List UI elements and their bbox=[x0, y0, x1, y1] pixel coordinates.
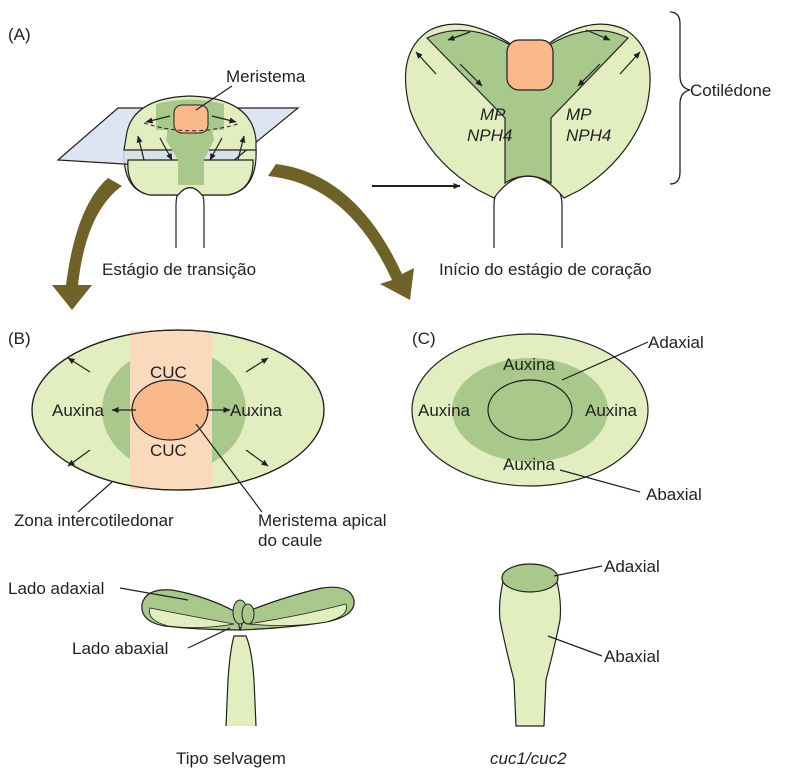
shoot-apical-meristem bbox=[132, 380, 208, 440]
wild-type-stem bbox=[226, 636, 256, 726]
heart-stage-label: Início do estágio de coração bbox=[439, 260, 652, 279]
abaxial-side-label: Lado abaxial bbox=[72, 639, 168, 658]
auxin-top-c: Auxina bbox=[503, 355, 556, 374]
olive-arrow-right bbox=[268, 164, 414, 300]
meristem-large bbox=[507, 40, 553, 90]
gene-nph4-right: NPH4 bbox=[566, 126, 611, 145]
abaxial-side-pointer bbox=[188, 628, 230, 648]
adaxial-pointer-mutant bbox=[554, 566, 602, 576]
abaxial-label-c: Abaxial bbox=[646, 485, 702, 504]
sam-label-2: do caule bbox=[258, 531, 322, 550]
gene-nph4-left: NPH4 bbox=[467, 126, 512, 145]
panel-b-label: (B) bbox=[8, 329, 31, 348]
auxin-right-b: Auxina bbox=[230, 401, 283, 420]
adaxial-label-mutant: Adaxial bbox=[604, 557, 660, 576]
cuc-bottom: CUC bbox=[150, 441, 187, 460]
panel-a-label: (A) bbox=[8, 25, 31, 44]
abaxial-pointer-mutant bbox=[548, 636, 602, 656]
auxin-left-c: Auxina bbox=[418, 401, 471, 420]
panel-c-label: (C) bbox=[412, 329, 436, 348]
center-ellipse-c bbox=[488, 380, 572, 440]
adaxial-side-label: Lado adaxial bbox=[8, 579, 104, 598]
transition-stage-label: Estágio de transição bbox=[102, 260, 256, 279]
adaxial-label-c: Adaxial bbox=[648, 333, 704, 352]
mutant-top bbox=[502, 564, 558, 592]
auxin-bottom-c: Auxina bbox=[503, 455, 556, 474]
cuc-top: CUC bbox=[150, 363, 187, 382]
cotyledon-brace bbox=[670, 12, 690, 184]
sam-label-1: Meristema apical bbox=[258, 511, 387, 530]
wild-type-label: Tipo selvagem bbox=[176, 749, 286, 768]
gene-mp-left: MP bbox=[480, 105, 506, 124]
heart-embryo bbox=[406, 24, 651, 248]
meristem-small bbox=[174, 105, 208, 133]
wild-type-seedling bbox=[142, 587, 354, 726]
apical-bud-2 bbox=[242, 604, 254, 624]
auxin-right-c: Auxina bbox=[585, 401, 638, 420]
abaxial-label-mutant: Abaxial bbox=[604, 647, 660, 666]
zone-pointer bbox=[78, 482, 112, 512]
auxin-left-b: Auxina bbox=[52, 401, 105, 420]
mutant-label: cuc1/cuc2 bbox=[490, 749, 567, 768]
mutant-body bbox=[500, 578, 561, 726]
transition-embryo bbox=[58, 96, 298, 248]
gene-mp-right: MP bbox=[566, 105, 592, 124]
olive-arrow-left bbox=[52, 178, 122, 310]
cotyledon-label: Cotilédone bbox=[690, 81, 771, 100]
intercotyledon-label: Zona intercotiledonar bbox=[14, 511, 174, 530]
mutant-seedling bbox=[500, 564, 561, 726]
meristem-label: Meristema bbox=[226, 67, 306, 86]
